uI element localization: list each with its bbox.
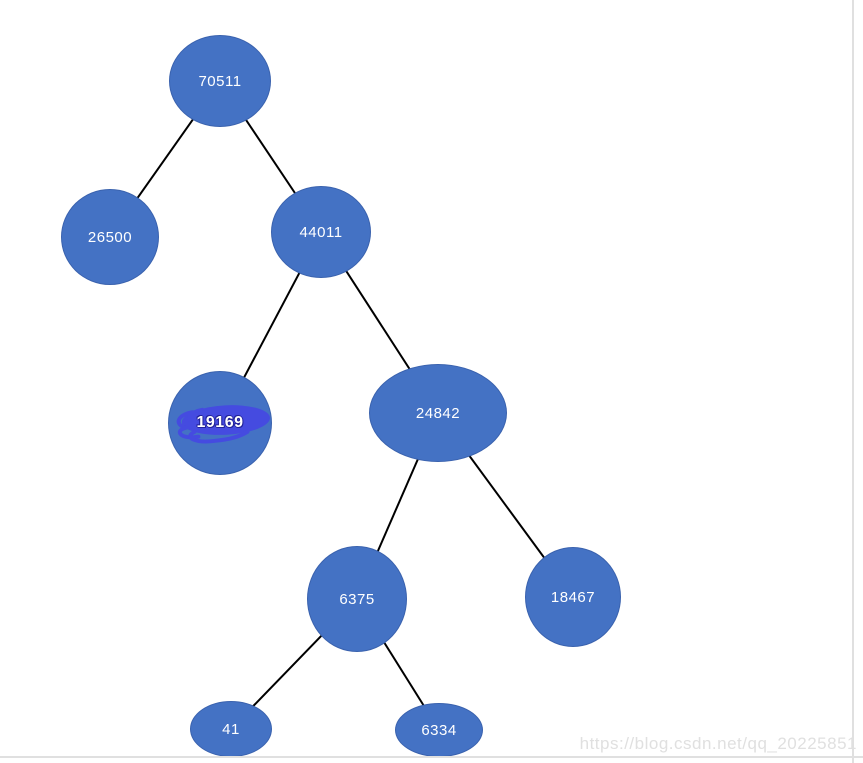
- tree-node-6375: 6375: [307, 546, 407, 652]
- tree-node-6334: 6334: [395, 703, 483, 757]
- tree-node-18467: 18467: [525, 547, 621, 647]
- node-label: 6334: [421, 721, 457, 739]
- watermark-url: https://blog.csdn.net/qq_20225851: [579, 734, 857, 753]
- node-label: 19169: [196, 414, 244, 431]
- highlight-scribble-icon: [176, 405, 270, 444]
- node-label: 24842: [415, 404, 461, 422]
- tree-node-26500: 26500: [61, 189, 159, 285]
- page-edge-vertical-line: [852, 0, 854, 763]
- node-label: 6375: [339, 590, 375, 608]
- node-label: 44011: [299, 223, 343, 241]
- tree-node-19169: 19169: [168, 371, 272, 475]
- tree-node-44011: 44011: [271, 186, 371, 278]
- tree-node-70511: 70511: [169, 35, 271, 127]
- node-label: 70511: [198, 72, 242, 90]
- tree-node-24842: 24842: [369, 364, 507, 462]
- page-edge-horizontal-line: [0, 756, 863, 758]
- node-label: 41: [222, 720, 240, 738]
- node-label: 18467: [550, 588, 596, 606]
- tree-node-41: 41: [190, 701, 272, 757]
- node-label: 26500: [87, 228, 133, 246]
